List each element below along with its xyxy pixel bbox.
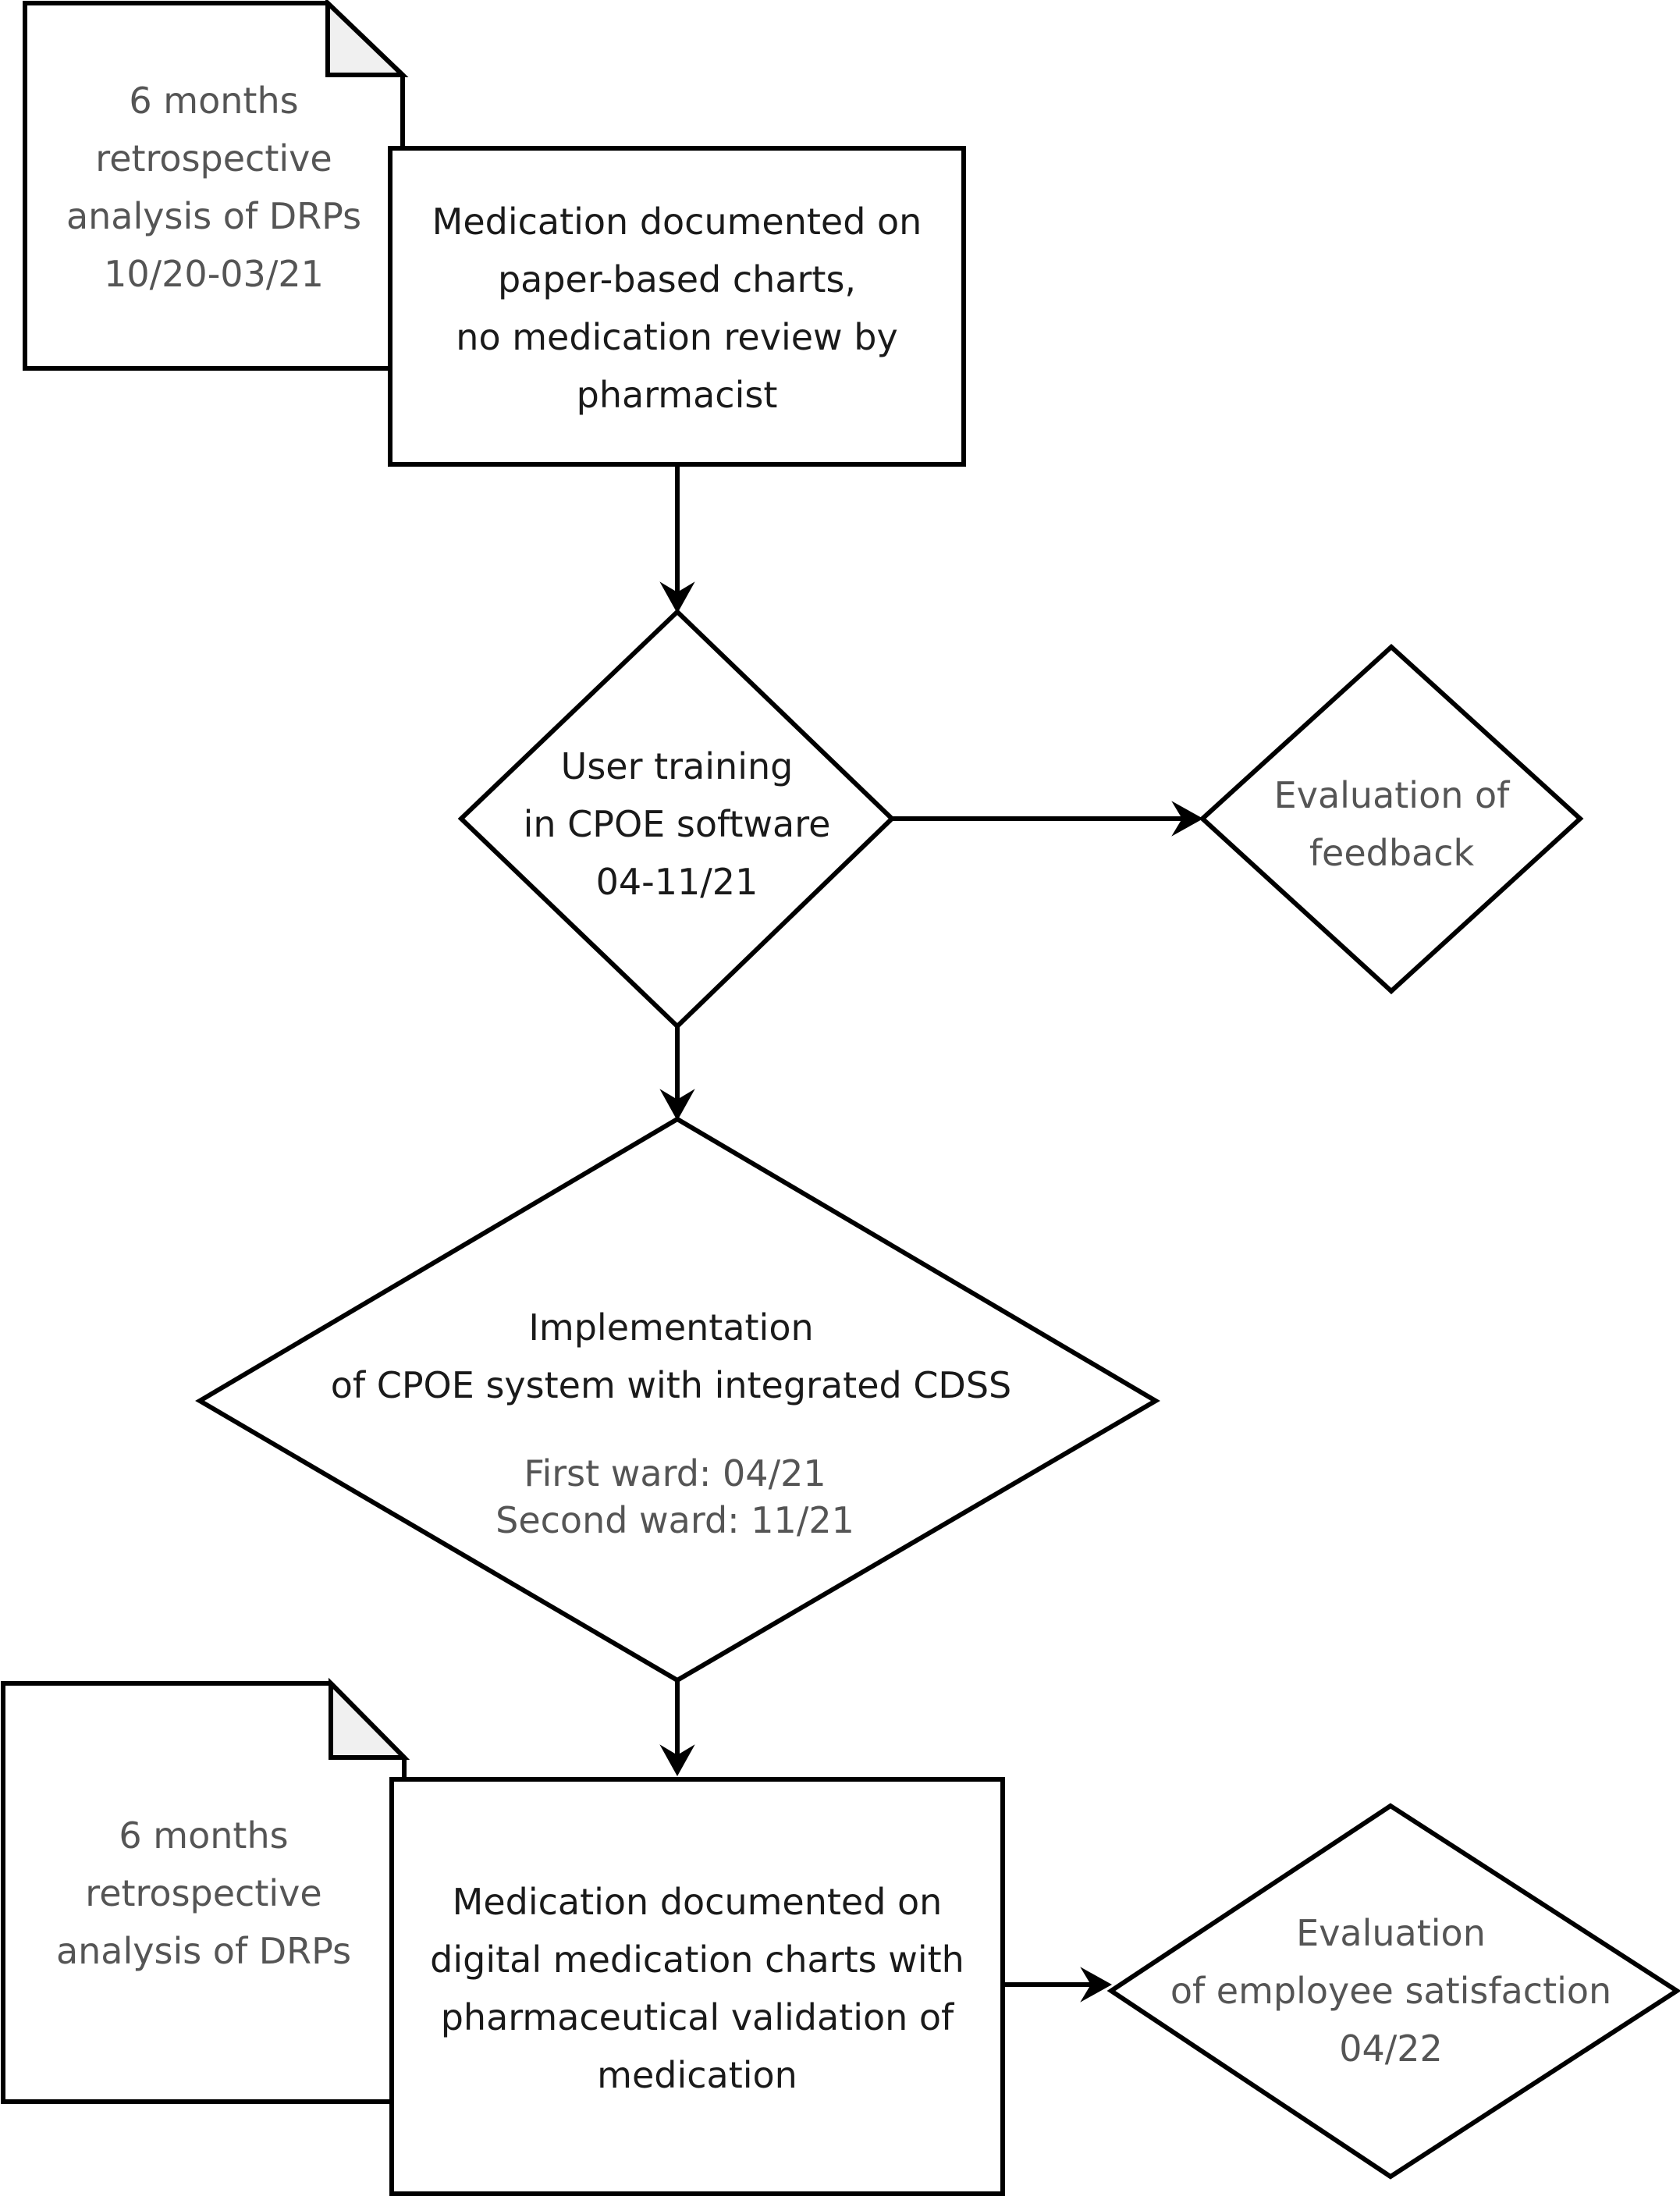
box-digital-label: Medication documented on digital medicat… <box>430 1881 964 2096</box>
document-shape-top <box>23 0 409 371</box>
decision-diamond-implementation <box>195 1116 1160 1683</box>
diamond-feedback-label: Evaluation of feedback <box>1273 774 1510 874</box>
process-box-paper <box>388 146 966 467</box>
process-box-digital <box>389 1777 1005 2196</box>
diamond-training-label: User training in CPOE software 04-11/21 <box>523 745 831 903</box>
doc-top-label: 6 months retrospective analysis of DRPs … <box>66 80 362 295</box>
box-paper-label: Medication documented on paper-based cha… <box>432 201 922 416</box>
diamond-satisfaction-label: Evaluation of employee satisfaction 04/2… <box>1170 1912 1612 2070</box>
doc-bottom-label: 6 months retrospective analysis of DRPs <box>55 1814 352 1972</box>
decision-diamond-training <box>457 608 896 1030</box>
arrowhead-digital-to-satisfaction <box>1080 1967 1113 2003</box>
decision-diamond-satisfaction <box>1106 1803 1680 2180</box>
decision-diamond-feedback <box>1199 643 1584 995</box>
arrowhead-paper-to-training <box>659 581 695 614</box>
arrowhead-training-to-implementation <box>659 1089 695 1121</box>
arrows <box>659 464 1204 2003</box>
arrowhead-training-to-feedback <box>1171 801 1204 837</box>
diamond-implementation-detail: First ward: 04/21 Second ward: 11/21 <box>495 1452 854 1541</box>
diamond-implementation-title: Implementation of CPOE system with integ… <box>330 1306 1012 1406</box>
arrowhead-implementation-to-digital <box>659 1744 695 1777</box>
